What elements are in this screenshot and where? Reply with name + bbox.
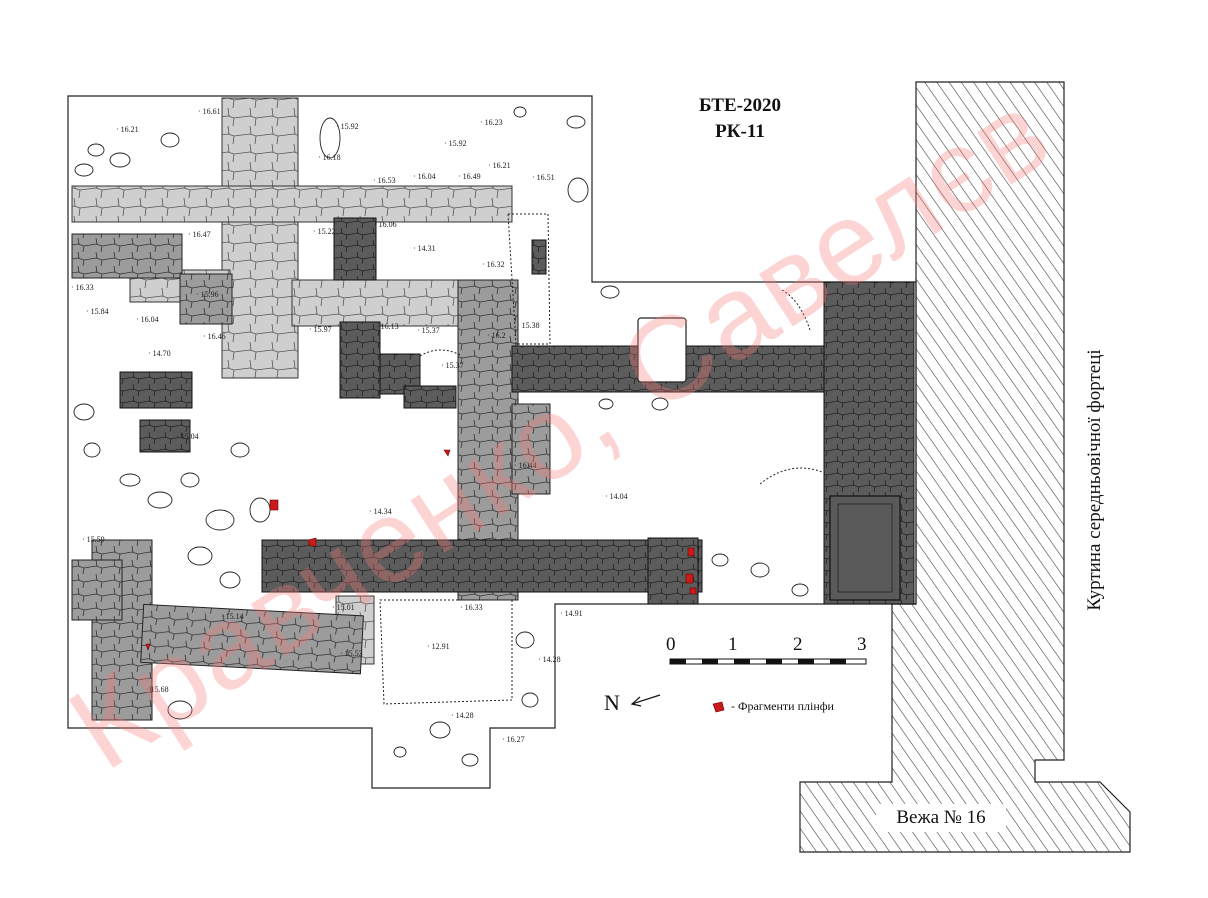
elevation-mark: 16.33 xyxy=(71,283,94,292)
elevation-mark: 16.49 xyxy=(458,172,481,181)
elevation-mark: 15.84 xyxy=(86,307,109,316)
elevation-mark: 14.28 xyxy=(451,711,474,720)
fortress-curtain-wall xyxy=(799,81,1131,853)
stone-block xyxy=(637,317,687,383)
scale-bar xyxy=(669,658,867,665)
pits xyxy=(379,213,823,705)
excavation-boundary xyxy=(67,95,917,789)
elevation-mark: 16.04 xyxy=(136,315,159,324)
elevation-mark: 15.01 xyxy=(332,603,355,612)
elevation-mark: 15.22 xyxy=(313,227,336,236)
elevation-mark: 14.04 xyxy=(605,492,628,501)
elevation-mark: 16.18 xyxy=(318,153,341,162)
elevation-mark: 15.14 xyxy=(221,612,244,621)
elevation-mark: 14.34 xyxy=(369,507,392,516)
elevation-mark: 14.28 xyxy=(538,655,561,664)
elevation-mark: 16.04 xyxy=(413,172,436,181)
elevation-mark: 16.61 xyxy=(198,107,221,116)
elevation-mark: 15.68 xyxy=(146,685,169,694)
site-code: БТЕ-2020 xyxy=(699,95,781,116)
elevation-mark: 16.2 xyxy=(487,331,506,340)
elevation-mark: 16.47 xyxy=(188,230,211,239)
elevation-mark: 16.06 xyxy=(374,220,397,229)
legend-plinth-swatch xyxy=(712,701,725,713)
scale-tick-0: 0 xyxy=(666,634,676,655)
elevation-mark: 16.21 xyxy=(488,161,511,170)
scale-tick-1: 1 xyxy=(728,634,738,655)
elevation-mark: 16.32 xyxy=(482,260,505,269)
scale-tick-3: 3 xyxy=(857,634,867,655)
plinth-fragments xyxy=(145,449,697,651)
elevation-mark: 16.13 xyxy=(376,322,399,331)
excavation-code: РК-11 xyxy=(715,121,765,142)
elevation-mark: 15.38 xyxy=(517,321,540,330)
curtain-label: Куртина середньовічної фортеці xyxy=(1084,349,1105,611)
scale-tick-2: 2 xyxy=(793,634,803,655)
elevation-mark: 16.51 xyxy=(532,173,555,182)
elevation-mark: 16.53 xyxy=(373,176,396,185)
north-arrow-icon xyxy=(630,694,661,707)
north-label: N xyxy=(604,690,620,715)
elevation-mark: 16.21 xyxy=(116,125,139,134)
dark-masonry xyxy=(119,217,915,605)
elevation-mark: 15.92 xyxy=(336,122,359,131)
tower-label: Вежа № 16 xyxy=(876,804,1006,832)
legend-plinth-label: - Фрагменти плінфи xyxy=(731,699,834,713)
elevation-mark: 15.59 xyxy=(82,535,105,544)
elevation-mark: 12.91 xyxy=(427,642,450,651)
elevation-mark: 15.37 xyxy=(441,361,464,370)
elevation-mark: 14.91 xyxy=(560,609,583,618)
elevation-mark: 15.96 xyxy=(196,290,219,299)
large-slab xyxy=(829,495,901,601)
elevation-mark: 16.33 xyxy=(460,603,483,612)
elevation-mark: 16.23 xyxy=(480,118,503,127)
elevation-mark: 15.92 xyxy=(444,139,467,148)
elevation-mark: 16.46 xyxy=(203,332,226,341)
elevation-mark: 15.37 xyxy=(417,326,440,335)
scattered-stones xyxy=(73,106,809,767)
elevation-mark: 14.70 xyxy=(148,349,171,358)
elevation-mark: 14.31 xyxy=(413,244,436,253)
elevation-mark: 16.27 xyxy=(502,735,525,744)
elevation-mark: 15.04 xyxy=(176,432,199,441)
elevation-mark: 16.44 xyxy=(514,461,537,470)
elevation-mark: 15.97 xyxy=(309,325,332,334)
elevation-mark: 15.53 xyxy=(340,649,363,658)
